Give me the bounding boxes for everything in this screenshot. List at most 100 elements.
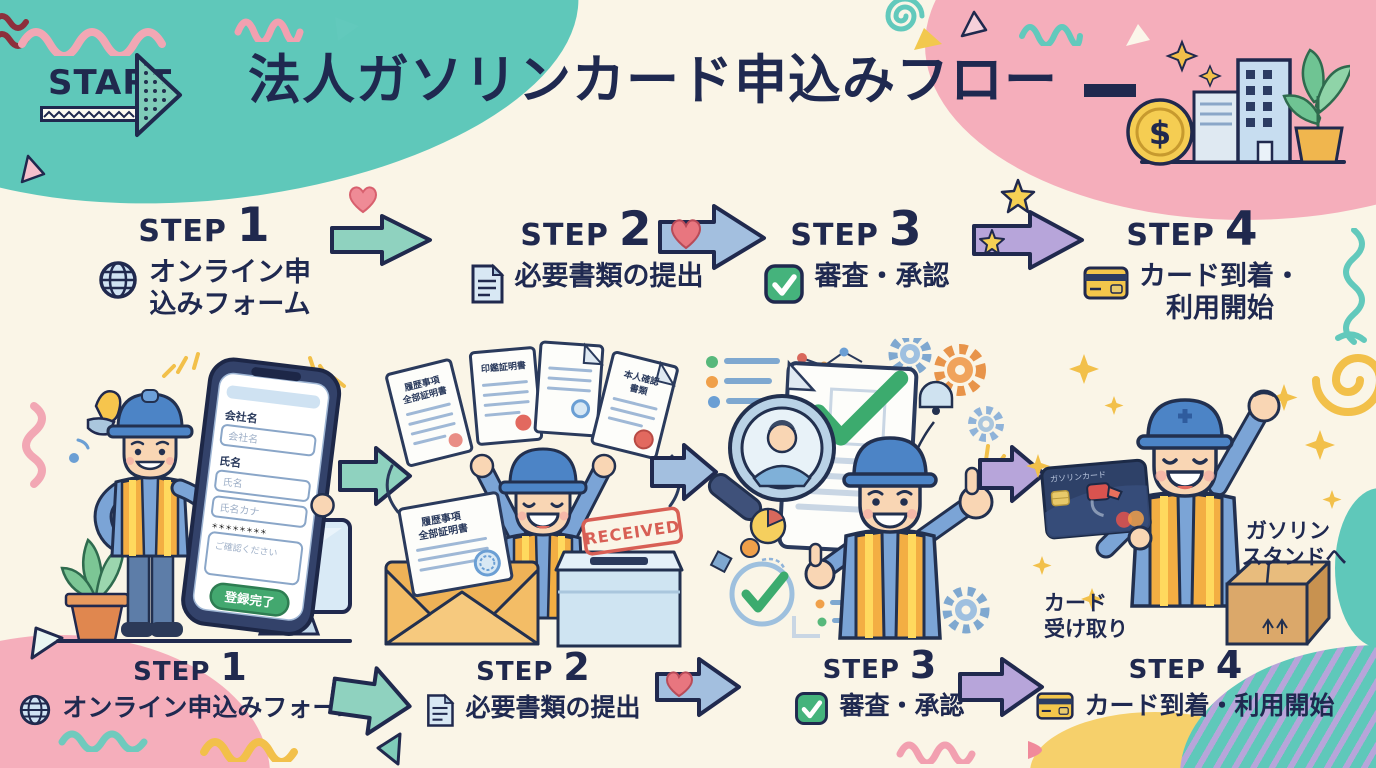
form-name-input[interactable] <box>214 469 311 502</box>
form-submit-label: 登録完了 <box>223 589 275 610</box>
submission-box-icon <box>554 550 684 648</box>
decor-squiggle-pink-top-left <box>18 28 166 56</box>
decor-bird <box>76 390 122 450</box>
step2-footer-title: STEP 2 <box>476 645 590 689</box>
step3-footer-title: STEP 3 <box>822 643 937 687</box>
bell-icon <box>910 380 954 463</box>
start-arrow-icon <box>135 53 182 137</box>
plant-icon <box>1282 48 1350 164</box>
decor-spiral-teal-top <box>885 0 925 32</box>
panel3-review-illustration <box>706 338 1020 640</box>
step4-label: カード到着・利用開始 <box>1139 261 1301 325</box>
page-title: 法人ガソリンカード申込みフロー <box>248 50 1058 111</box>
credit-card-icon <box>1036 692 1075 720</box>
step1-footer: STEP 1 オンライン申込みフォーム <box>20 645 362 727</box>
globe-icon <box>20 694 51 726</box>
step2-footer: STEP 2 必要書類の提出 <box>408 645 658 728</box>
credit-card-icon <box>1083 266 1129 300</box>
heart-icon <box>348 186 378 214</box>
star-icon <box>979 229 1005 255</box>
footer-arrow-3-icon <box>958 657 1044 717</box>
panel2-documents-illustration: 履歴事項 全部証明書 印鑑証明書 本人確認 書類 <box>384 340 684 648</box>
decor-triangle-outline-top <box>960 10 988 38</box>
gasoline-card: ガソリンカード <box>1040 458 1152 540</box>
step4-title: STEP 4 <box>1126 202 1258 257</box>
step1-footer-title: STEP 1 <box>133 645 247 689</box>
decor-triangle-teal-top <box>335 17 359 41</box>
building-coin-plant-illustration: $ <box>1084 39 1350 166</box>
step4-footer-title: STEP 4 <box>1128 643 1243 687</box>
form-name-label: 氏名 <box>218 453 242 470</box>
gear-icon <box>942 586 990 634</box>
sparkle-icon <box>1026 354 1342 610</box>
decor-squiggle-teal-top-right <box>1019 24 1083 46</box>
step4-footer: STEP 4 カード到着・利用開始 <box>1028 643 1343 721</box>
card-brand-text: ガソリンカード <box>1050 469 1107 484</box>
station-note-line1: ガソリン <box>1246 519 1330 543</box>
office-building-icon <box>1192 58 1292 164</box>
decor-squiggle-pink <box>22 402 46 488</box>
step3-title: STEP 3 <box>790 202 922 257</box>
panel4-card-illustration: ガソリンカード ガソリン スタンドへ カード 受け取り <box>1026 354 1347 646</box>
start-underline <box>40 106 148 122</box>
step1-header: STEP 1 オンライン申込みフォーム <box>58 198 350 322</box>
sparkle-icon <box>1198 64 1222 88</box>
form-submit-button[interactable] <box>209 582 290 617</box>
gear-icon <box>934 344 986 396</box>
panel1-online-form-illustration: 会社名 会社名 氏名 氏名 氏名カナ ＊＊＊＊＊＊＊＊ ご確認ください 登録完了 <box>22 352 352 643</box>
panel-arrow-1-icon <box>338 446 412 506</box>
dollar-coin-icon: $ <box>1126 98 1194 166</box>
panel-arrow-3-icon <box>978 445 1046 503</box>
decor-spiral-yellow-right <box>1312 331 1376 416</box>
document-icon <box>471 263 504 304</box>
panel-arrow-2-icon <box>650 443 718 501</box>
decor-squiggle-teal-bottom-left <box>58 730 148 752</box>
cardboard-box-icon <box>1225 560 1331 646</box>
document-sheet: 履歴事項 全部証明書 <box>385 358 474 467</box>
gear-icon <box>888 338 932 376</box>
plant-icon <box>60 537 130 642</box>
svg-text:$: $ <box>1149 114 1171 152</box>
fuel-nozzle-icon <box>1086 482 1123 517</box>
form-kana-input[interactable] <box>211 495 308 528</box>
form-name-value: 氏名 <box>222 475 243 490</box>
step4-footer-label: カード到着・利用開始 <box>1084 691 1335 720</box>
svg-text:印鑑証明書: 印鑑証明書 <box>481 359 527 375</box>
decor-squiggle-pink-top-center <box>234 18 304 42</box>
step4-header: STEP 4 カード到着・利用開始 <box>1042 202 1342 326</box>
decor-triangle-teal-bottom <box>376 732 402 766</box>
phone-form: 会社名 会社名 氏名 氏名 氏名カナ ＊＊＊＊＊＊＊＊ ご確認ください 登録完了 <box>181 357 342 636</box>
document-icon <box>427 693 455 727</box>
form-note-input[interactable] <box>204 531 304 586</box>
step3-footer-label: 審査・承認 <box>839 691 965 720</box>
document-sheet: 本人確認 書類 <box>590 350 679 460</box>
step2-title: STEP 2 <box>520 202 652 257</box>
heart-icon <box>665 671 694 698</box>
form-company-input[interactable] <box>219 424 317 457</box>
decor-squiggle-pink-bottom-right <box>896 741 976 764</box>
step2-footer-label: 必要書類の提出 <box>465 693 641 722</box>
decor-triangle-pink-left <box>20 154 46 184</box>
decor-squiggle-teal-right-edge <box>1343 228 1365 345</box>
check-icon <box>763 264 804 304</box>
gear-icon <box>968 406 1004 442</box>
step3-header: STEP 3 審査・承認 <box>736 202 976 305</box>
globe-icon <box>99 261 137 299</box>
flow-arrow-1-icon <box>330 186 432 266</box>
document-sheet: 印鑑証明書 <box>468 346 544 446</box>
decor-squiggle-yellow-bottom <box>200 738 298 762</box>
envelope-icon: 履歴事項 全部証明書 <box>384 491 540 646</box>
footer-arrow-1-icon <box>328 666 412 736</box>
check-icon <box>795 692 829 725</box>
flow-arrow-2-icon <box>658 204 766 270</box>
pickup-note-line1: カード <box>1044 591 1107 615</box>
form-company-label: 会社名 <box>224 408 258 426</box>
step3-footer: STEP 3 審査・承認 <box>772 643 987 726</box>
footer-arrow-2-icon <box>655 657 741 717</box>
step1-title: STEP 1 <box>138 198 270 253</box>
magnifier-avatar-icon <box>707 394 836 521</box>
pickup-note-line2: 受け取り <box>1044 617 1128 641</box>
heart-icon <box>670 219 702 250</box>
station-note-line2: スタンドへ <box>1242 545 1347 569</box>
